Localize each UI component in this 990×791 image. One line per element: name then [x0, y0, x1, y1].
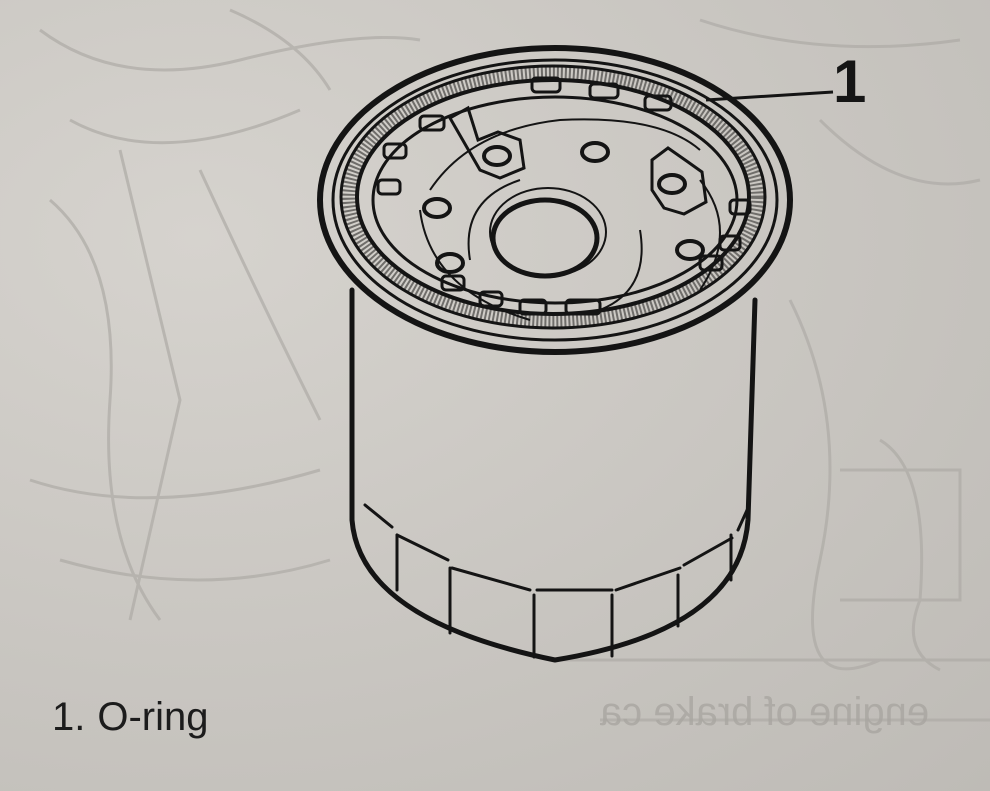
o-ring: [342, 66, 764, 328]
callout-leader-line: [705, 90, 834, 102]
callout-number-1: 1: [833, 48, 867, 115]
figure-legend: 1.O-ring: [52, 697, 209, 737]
legend-item-number: 1.: [52, 695, 86, 739]
canister-body: [349, 287, 758, 663]
outer-rim: [317, 45, 793, 355]
legend-item-label: O-ring: [97, 695, 209, 739]
